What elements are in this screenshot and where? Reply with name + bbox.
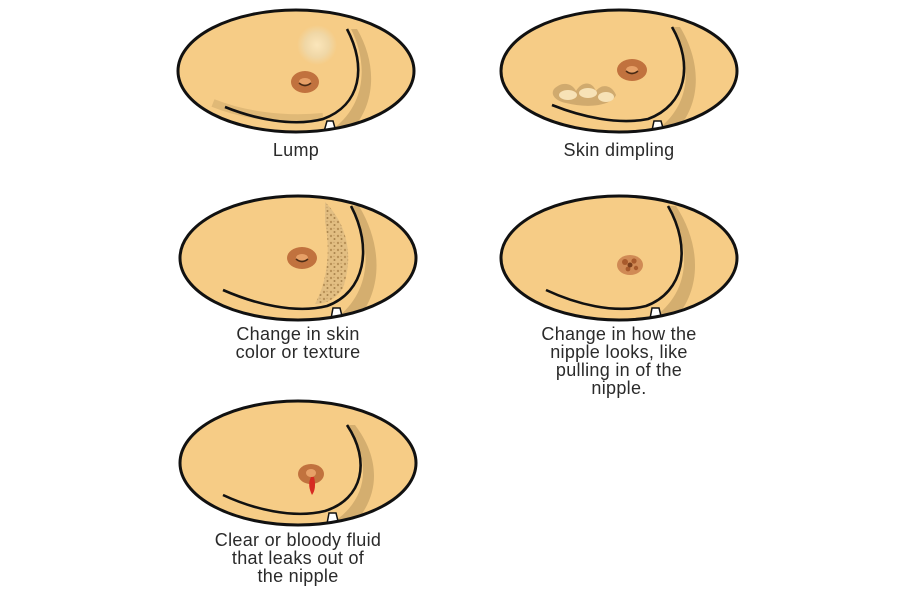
fluid-illustration: [178, 399, 418, 527]
caption-line: nipple.: [591, 378, 647, 398]
caption-line: Change in skin: [236, 324, 360, 344]
breast-shadow: [339, 206, 377, 320]
lump-illustration: [176, 8, 416, 134]
panel-outline: [499, 8, 739, 134]
breast-contour: [222, 424, 362, 516]
caption-skin-dimpling: Skin dimpling: [496, 141, 742, 159]
caption-line: nipple looks, like: [550, 342, 688, 362]
panel-lump: [173, 5, 419, 135]
caption-line: Lump: [272, 140, 320, 160]
caption-fluid: Clear or bloody fluid that leaks out of …: [155, 531, 441, 585]
breast-contour: [222, 205, 365, 311]
lump-mark: [297, 25, 337, 65]
caption-line: pulling in of the: [555, 360, 683, 380]
panel-skin-dimpling: [496, 5, 742, 135]
panel-nipple-change: [496, 192, 742, 324]
caption-line: Clear or bloody fluid: [214, 530, 382, 550]
caption-line: the nipple: [257, 566, 339, 586]
panel-outline: [178, 399, 418, 527]
inverted-nipple-illustration: [499, 194, 739, 322]
caption-line: that leaks out of: [231, 548, 365, 568]
caption-line: Skin dimpling: [563, 140, 675, 160]
breast-shadow: [335, 425, 374, 525]
panel-outline: [499, 194, 739, 322]
inverted-nipple: [617, 255, 643, 275]
caption-lump: Lump: [173, 141, 419, 159]
caption-nipple-change: Change in how the nipple looks, like pul…: [476, 325, 762, 397]
breast-contour: [545, 205, 683, 311]
caption-line: Change in how the: [541, 324, 697, 344]
skin-area: [178, 10, 414, 132]
panel-outline: [178, 194, 418, 322]
panel-fluid: [175, 397, 421, 529]
blood-drip: [309, 477, 316, 495]
panel-outline: [176, 8, 416, 134]
breast-contour: [224, 28, 360, 124]
dimpling-mark: [552, 83, 616, 106]
breast-shadow: [656, 206, 695, 320]
breast-shadow: [658, 27, 696, 132]
breast-shadow: [333, 29, 372, 132]
breast-contour: [551, 26, 686, 123]
caption-line: color or texture: [235, 342, 361, 362]
panel-skin-color: [175, 192, 421, 324]
texture-illustration: [178, 194, 418, 322]
dimpling-illustration: [499, 8, 739, 134]
caption-skin-color: Change in skin color or texture: [175, 325, 421, 361]
texture-mark: [315, 202, 349, 304]
